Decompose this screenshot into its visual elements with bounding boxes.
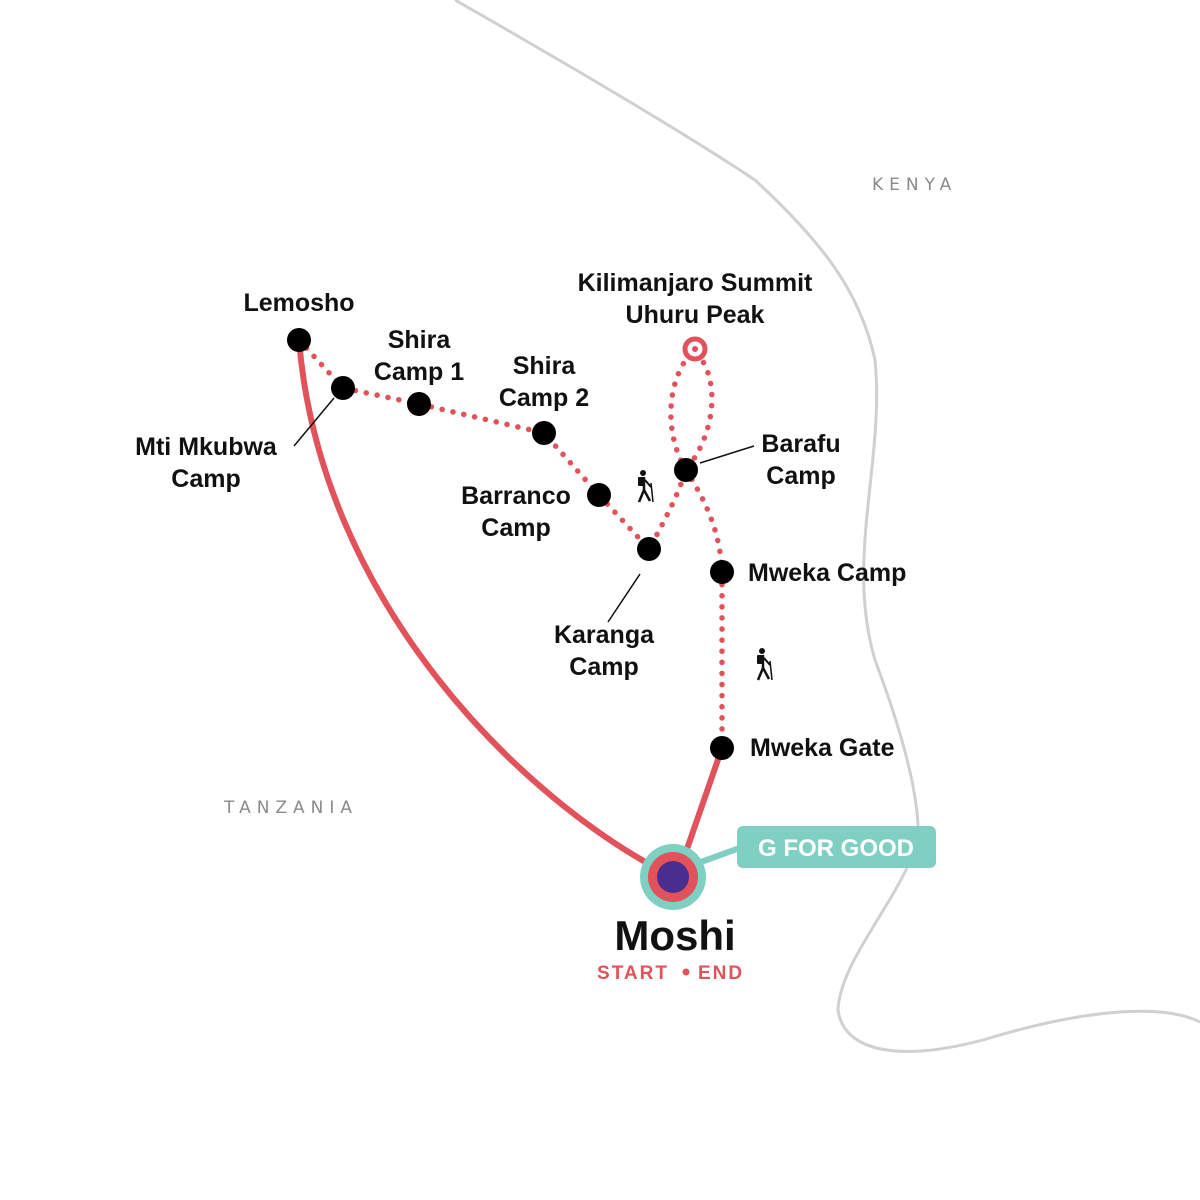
leader-line-mti-mkubwa [293, 397, 335, 447]
label-barranco-line2: Camp [481, 514, 550, 542]
label-barranco-line1: Barranco [461, 482, 571, 510]
label-mweka-camp: Mweka Camp [748, 559, 906, 587]
end-label: END [698, 963, 744, 984]
stop-mweka-camp[interactable] [710, 560, 734, 584]
g-for-good-badge[interactable]: G FOR GOOD [737, 826, 936, 868]
summit-loop-dotted [668, 346, 715, 475]
stop-mweka-gate[interactable] [710, 736, 734, 760]
label-lemosho: Lemosho [243, 289, 354, 317]
country-label-tanzania: TANZANIA [223, 798, 358, 818]
stop-shira-camp-2[interactable] [532, 421, 556, 445]
label-barafu-line2: Camp [766, 462, 835, 490]
label-summit-line1: Kilimanjaro Summit [578, 269, 813, 297]
city-label-moshi: Moshi [614, 912, 735, 959]
stop-barafu-camp[interactable] [674, 458, 698, 482]
leader-line-karanga [607, 573, 641, 623]
stop-mti-mkubwa[interactable] [331, 376, 355, 400]
leader-line-barafu [699, 445, 755, 464]
label-mti-mkubwa-line2: Camp [171, 465, 240, 493]
start-label: START [597, 963, 669, 984]
country-border [454, 0, 1200, 1053]
start-end-separator-dot [682, 968, 690, 976]
start-end-marker-icon[interactable] [640, 844, 706, 910]
label-karanga-line1: Karanga [554, 621, 655, 649]
badge-label: G FOR GOOD [758, 835, 914, 862]
stop-shira-camp-1[interactable] [407, 392, 431, 416]
label-mti-mkubwa-line1: Mti Mkubwa [135, 433, 278, 461]
label-shira-camp-1-line2: Camp 1 [374, 358, 464, 386]
trek-route-dotted [296, 337, 689, 554]
stop-barranco-camp[interactable] [587, 483, 611, 507]
label-shira-camp-2-line2: Camp 2 [499, 384, 589, 412]
hiker-icon [756, 648, 773, 681]
stop-lemosho[interactable] [287, 328, 311, 352]
label-karanga-line2: Camp [569, 653, 638, 681]
transfer-route-moshi-lemosho [296, 339, 675, 880]
country-label-kenya: KENYA [872, 175, 957, 195]
hiker-icon [637, 470, 654, 503]
label-mweka-gate: Mweka Gate [750, 734, 895, 762]
label-shira-camp-2-line1: Shira [513, 352, 577, 380]
stop-karanga-camp[interactable] [637, 537, 661, 561]
summit-marker-icon[interactable] [682, 336, 708, 362]
label-shira-camp-1-line1: Shira [388, 326, 452, 354]
label-barafu-line1: Barafu [761, 430, 840, 458]
label-summit-line2: Uhuru Peak [626, 301, 765, 329]
descent-route-dotted [683, 467, 725, 751]
